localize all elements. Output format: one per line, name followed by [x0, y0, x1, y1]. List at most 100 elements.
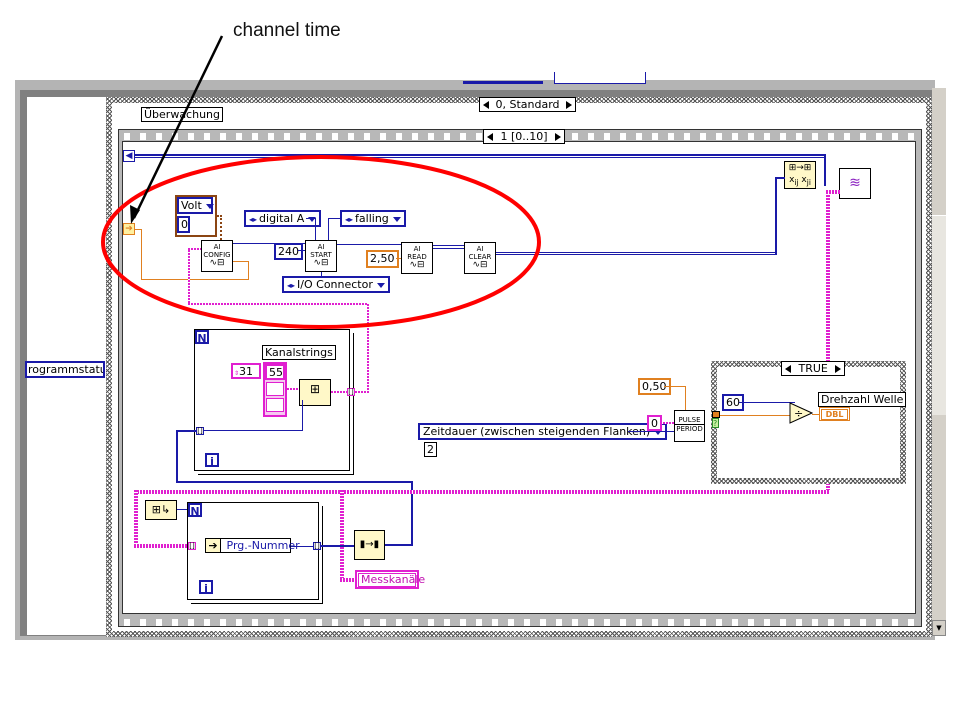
wire-duty-down	[685, 386, 686, 411]
highlight-ellipse	[101, 155, 541, 329]
wire-tunnel-in-up	[302, 400, 303, 431]
counter-mode-index: 2	[424, 442, 437, 457]
wire-top-long-2	[135, 157, 825, 158]
array-index-display[interactable]: ⇕31	[231, 363, 261, 379]
wire-array-to-node	[287, 388, 299, 390]
wire-duty	[664, 386, 686, 387]
ai-config-line1: AI	[213, 243, 221, 251]
dropdown-arrow-icon	[392, 216, 401, 222]
wire-config-to-start	[233, 243, 313, 244]
daq-waveform-icon: ∿⊟	[209, 258, 225, 268]
ai-config-line2: CONFIG	[203, 251, 231, 259]
prev-case-arrow-icon[interactable]	[785, 365, 791, 373]
wire-string-bottom-horizontal	[134, 490, 830, 494]
trigger-edge-ring[interactable]: ◂▸falling	[340, 210, 406, 227]
case-structure-true-interior	[717, 367, 900, 478]
duty-cycle-constant[interactable]: 0,50	[638, 378, 671, 395]
sequence-local-terminal: ◀	[123, 150, 135, 162]
wire-case-in	[720, 415, 790, 416]
wire-shift-bottom	[141, 279, 249, 280]
wire-config-string-bottom	[188, 303, 368, 305]
local-variable-arrow-icon: ➔	[206, 539, 221, 552]
wire-read-to-clear	[433, 245, 464, 246]
wire-reshape-out	[385, 544, 413, 546]
next-case-arrow-icon[interactable]	[835, 365, 842, 373]
wire-start-to-read	[337, 244, 402, 245]
sequence-selector[interactable]: 1 [0..10]	[483, 129, 566, 144]
daq-waveform-icon: ∿⊟	[472, 260, 488, 270]
prev-case-arrow-icon[interactable]	[483, 101, 489, 109]
wire-shift-up	[248, 261, 249, 280]
array-element-empty-2	[266, 398, 284, 412]
trigger-source-value: digital A	[259, 212, 305, 225]
loop-iteration-terminal: i	[205, 453, 219, 468]
increment-arrows-icon: ◂▸	[345, 215, 354, 224]
case-selector-true[interactable]: TRUE	[781, 361, 846, 376]
wire-clear-out-2	[496, 254, 776, 255]
ai-start-line2: START	[310, 251, 332, 259]
wire-top-long	[135, 154, 825, 156]
dropdown-arrow-icon	[376, 282, 385, 288]
ai-read-line1: AI	[413, 245, 421, 253]
wire-mode-to-pulse	[628, 431, 674, 432]
output-tunnel-bottom: []	[313, 542, 321, 550]
wire-left-loop-bottom	[176, 481, 412, 483]
timeout-constant[interactable]: 2,50	[366, 250, 399, 268]
ai-read-node: AI READ ∿⊟	[401, 242, 433, 274]
index-array-node: ⊞	[299, 379, 331, 406]
scroll-down-button[interactable]: ▼	[932, 620, 946, 636]
pulse-period-line1: PULSE	[675, 416, 704, 425]
wire-left-loop	[176, 430, 196, 432]
ai-config-node: AI CONFIG ∿⊟	[201, 240, 233, 272]
next-frame-arrow-icon[interactable]	[555, 133, 562, 141]
wire-node-to-tunnel	[331, 391, 348, 393]
annotation-arrow-line	[132, 35, 224, 219]
increment-arrows-icon: ◂▸	[287, 281, 296, 290]
loop-count-terminal: N	[188, 503, 202, 518]
counter-mode-ring[interactable]: Zeitdauer (zwischen steigenden Flanken)	[418, 423, 668, 440]
top-control-1	[463, 78, 543, 84]
sequence-film-bottom	[119, 616, 921, 626]
divide-node: ÷	[789, 402, 813, 424]
wire-transpose-in	[775, 177, 785, 179]
trigger-edge-value: falling	[355, 212, 389, 225]
ai-start-line1: AI	[317, 243, 325, 251]
ueberwachung-label: Überwachung	[141, 107, 224, 122]
wire-60	[739, 402, 795, 403]
wire-falling-down	[328, 218, 329, 243]
wire-tunnel-out	[355, 391, 368, 393]
prev-frame-arrow-icon[interactable]	[487, 133, 493, 141]
wire-config-out-orange	[233, 261, 248, 262]
wire-top-right-down	[824, 154, 826, 186]
transpose-array-node: ⊞→⊞xij xji	[784, 161, 816, 189]
loop-iteration-terminal: i	[199, 580, 213, 595]
index-stepper-icon[interactable]: ⇕	[234, 370, 240, 377]
connector-ring[interactable]: ◂▸I/O Connector	[282, 276, 390, 293]
array-element-value[interactable]: 55	[265, 364, 285, 380]
annotation-arrow-head	[130, 205, 140, 224]
units-value[interactable]: 0	[177, 216, 190, 233]
case-selector-terminal: ?	[712, 418, 719, 428]
case-selector-outer[interactable]: 0, Standard	[479, 97, 577, 112]
case-true-value: TRUE	[798, 362, 828, 375]
wire-240	[298, 250, 306, 251]
wire-to-reshape-in	[321, 545, 355, 547]
prg-nummer-local[interactable]: ➔ Prg.-Nummer	[205, 538, 300, 553]
wire-prg-out	[291, 546, 313, 547]
array-size-node: ⊞↳	[145, 500, 177, 520]
increment-arrows-icon: ◂▸	[249, 215, 258, 224]
top-control-2	[554, 72, 646, 84]
buffer-size-constant[interactable]: 240	[274, 243, 303, 260]
units-ring[interactable]: Volt	[177, 197, 214, 214]
wire-divide-out	[812, 414, 820, 415]
wire-string-bottom-left	[134, 490, 138, 546]
wire-250	[396, 258, 402, 259]
wire-to-reshape	[411, 481, 413, 545]
sequence-selector-value: 1 [0..10]	[500, 130, 548, 143]
scrollbar-thumb[interactable]	[932, 215, 946, 415]
wire-left-loop-down	[176, 430, 178, 482]
trigger-source-ring[interactable]: ◂▸digital A	[244, 210, 322, 227]
next-case-arrow-icon[interactable]	[566, 101, 573, 109]
case-tunnel-orange	[712, 411, 720, 418]
